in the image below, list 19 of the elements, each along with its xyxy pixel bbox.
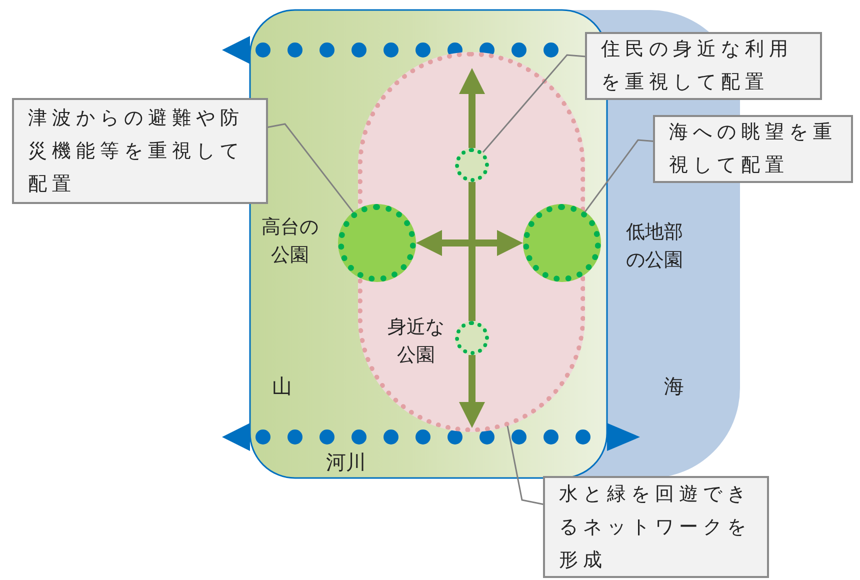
callout: 住民の身近な利用を重視して配置 bbox=[585, 32, 822, 100]
park-label: 高台の公園 bbox=[260, 215, 320, 268]
callout: 海への眺望を重視して配置 bbox=[653, 115, 853, 183]
park-circle bbox=[455, 148, 489, 182]
leader-line bbox=[584, 139, 654, 212]
area-label: 海 bbox=[664, 373, 684, 400]
area-label: 河川 bbox=[326, 449, 366, 476]
leader-line bbox=[506, 426, 544, 505]
park-label: 低地部の公園 bbox=[626, 220, 684, 273]
arrow bbox=[459, 68, 485, 148]
park-label: 身近な公園 bbox=[386, 315, 446, 368]
leader-line bbox=[482, 54, 586, 153]
area-label: 山 bbox=[272, 373, 292, 400]
park-circle bbox=[455, 321, 489, 355]
arrow bbox=[416, 230, 470, 256]
arrow bbox=[459, 355, 485, 428]
callout: 津波からの避難や防災機能等を重視して配置 bbox=[12, 98, 268, 204]
leader-line bbox=[268, 123, 354, 213]
callout: 水と緑を回遊できるネットワークを形成 bbox=[543, 476, 769, 578]
